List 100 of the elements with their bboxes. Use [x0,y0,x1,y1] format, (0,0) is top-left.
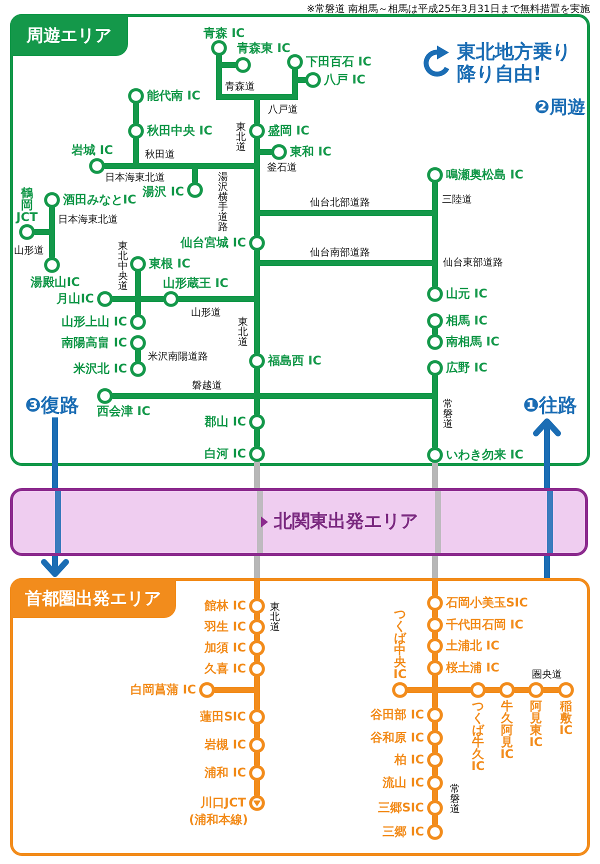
road-name: 常磐道 [450,785,460,815]
interchange-marker [163,291,179,307]
interchange-name: 東根 IC [149,257,190,271]
interchange-marker [427,360,443,376]
route-line [257,149,272,155]
interchange-marker [427,595,443,611]
road-name: 日本海東北道 [58,214,118,226]
route-line [432,816,438,824]
road-name: 仙台南部道路 [310,248,370,258]
route-line [257,80,298,100]
interchange-name: 石岡小美玉SIC [446,596,528,610]
route-line [214,687,257,693]
interchange-name: 三郷SIC [378,801,424,815]
interchange-name: つくば牛久IC [471,700,485,772]
route-line [432,654,438,660]
step-label: ❷周遊 [534,98,586,118]
interchange-name: 谷和原 IC [370,731,424,745]
interchange-name: 湯殿山IC [30,276,80,290]
route-line [514,687,528,693]
interchange-name: 久喜 IC [204,662,246,676]
interchange-marker [249,353,265,369]
interchange-marker [427,167,443,183]
area-title: 首都圏出発エリア [10,578,176,618]
interchange-marker [130,314,146,330]
road-name: 東北道 [270,603,280,633]
route-line [432,396,438,448]
interchange-marker [130,361,146,377]
route-line [292,70,298,80]
route-line [254,724,260,738]
interchange-marker [97,388,113,404]
route-line [432,632,438,638]
route-line [254,166,260,213]
road-name: 東北中央道 [118,242,128,292]
interchange-name: 川口JCT [200,796,246,810]
road-name: 青森道 [225,82,255,92]
road-name: 圏央道 [532,670,562,680]
route-line [133,104,139,124]
interchange-name: 岩城 IC [72,144,113,157]
arrow [533,418,561,488]
interchange-name: つくば中央IC [393,608,407,680]
route-line [192,166,198,182]
road-name: 山形道 [14,246,44,256]
route-line [432,790,438,800]
interchange-marker [44,192,60,208]
route-line [432,182,438,213]
headline: 東北地方乗り降り自由! [457,42,572,86]
interchange-name: 下田百石 IC [306,55,372,69]
interchange-name: 青森東 IC [237,42,290,55]
route-line [254,578,260,598]
route-line [254,634,260,640]
route-line [254,152,260,166]
interchange-marker [235,57,251,73]
interchange-marker [427,660,443,676]
interchange-name: 山形上山 IC [62,315,127,329]
interchange-name: 土浦北 IC [446,639,500,653]
interchange-name: 月山IC [56,292,94,306]
route-line [254,213,260,236]
interchange-name: 山元 IC [446,287,488,301]
interchange-name: 千代田石岡 IC [446,618,524,632]
interchange-marker [249,640,265,656]
road-name: 秋田道 [145,150,175,160]
route-line [112,393,257,399]
route-line [544,556,550,578]
interchange-marker [249,661,265,677]
route-line [432,462,438,488]
route-line [432,768,438,776]
interchange-marker [249,765,265,781]
interchange-marker [427,800,443,816]
road-name: 八戸道 [268,104,298,116]
route-line [432,578,438,596]
area-title: 周遊エリア [10,14,128,56]
interchange-marker [427,638,443,654]
interchange-marker [427,730,443,746]
interchange-name: 岩槻 IC [204,738,246,752]
interchange-marker [392,682,408,698]
interchange-name: 南相馬 IC [446,335,500,349]
interchange-marker [19,224,35,240]
road-name: 磐越道 [192,380,222,392]
interchange-marker [427,824,443,840]
interchange-name: 鳴瀬奥松島 IC [446,168,524,182]
route-line [432,610,438,618]
route-line [49,208,55,232]
route-line [257,210,435,216]
area-band [10,488,588,556]
interchange-name: 米沢北 IC [74,362,127,376]
road-name: 東北道 [236,123,246,153]
interchange-name: 郡山 IC [204,415,246,429]
interchange-marker [287,54,303,70]
road-name: 日本海東北道 [105,172,165,184]
interchange-marker [130,335,146,351]
road-name: 仙台北部道路 [310,198,370,208]
route-line [178,296,257,302]
route-line [254,656,260,662]
interchange-marker [427,286,443,302]
interchange-name: 東和 IC [290,145,332,159]
interchange-marker [427,334,443,350]
interchange-marker [211,40,227,56]
area-panel [10,578,590,856]
interchange-name: 盛岡 IC [268,124,310,138]
interchange-name: 桜土浦 IC [446,661,500,675]
